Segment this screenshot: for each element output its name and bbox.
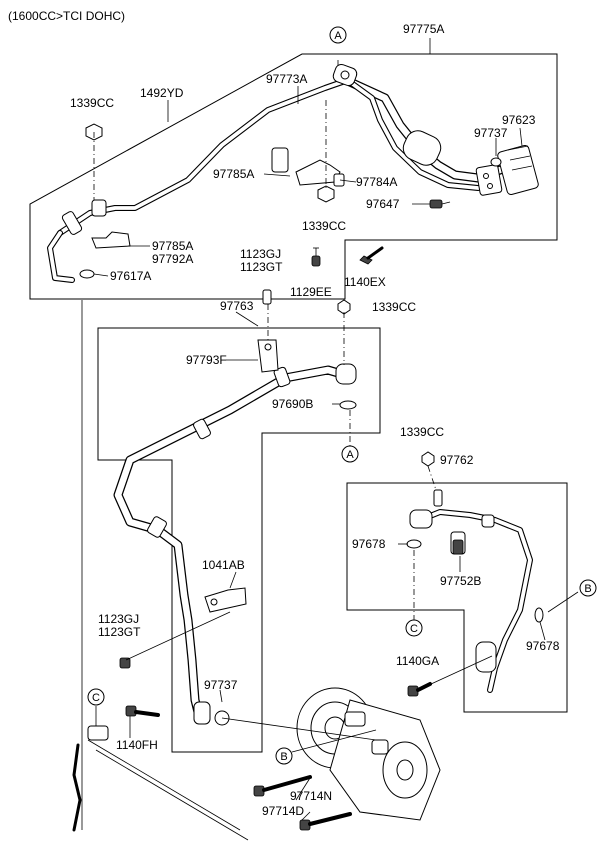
label-1339CC-mid: 1339CC bbox=[302, 219, 346, 233]
label-1129EE: 1129EE bbox=[290, 285, 332, 299]
bolt-97762-top bbox=[433, 489, 443, 507]
label-1140EX: 1140EX bbox=[344, 275, 386, 289]
bolt-1129EE bbox=[311, 247, 321, 267]
svg-text:B: B bbox=[280, 751, 287, 763]
label-97647: 97647 bbox=[366, 197, 400, 211]
label-1123GT-lower: 1123GT bbox=[98, 625, 141, 639]
label-97793F: 97793F bbox=[186, 353, 227, 367]
bolt-1123GJ-lower bbox=[119, 657, 131, 669]
muffler-97623 bbox=[402, 130, 539, 196]
group-box-97775A bbox=[29, 53, 558, 300]
bolt-1140EX bbox=[359, 246, 384, 265]
label-1339CC-pipe: 1339CC bbox=[372, 300, 416, 314]
label-1339CC-right: 1339CC bbox=[400, 425, 444, 439]
bracket-97784A bbox=[271, 147, 345, 187]
label-97773A: 97773A bbox=[266, 72, 307, 86]
label-1123GJ-top: 1123GJ bbox=[240, 247, 281, 261]
label-97785A-top: 97785A bbox=[213, 167, 254, 181]
oring-97737-top bbox=[490, 157, 502, 167]
label-97690B: 97690B bbox=[272, 397, 313, 411]
nut-1339CC-mid bbox=[317, 185, 335, 203]
label-1339CC-top: 1339CC bbox=[70, 96, 114, 110]
callout-c-mid: C bbox=[405, 619, 423, 637]
bolt-1123GJ-top bbox=[262, 289, 272, 305]
nut-1339CC-right bbox=[421, 451, 435, 467]
label-97617A: 97617A bbox=[110, 269, 151, 283]
label-97737-lower: 97737 bbox=[204, 678, 238, 692]
bolt-97714N bbox=[253, 775, 312, 797]
svg-text:B: B bbox=[584, 583, 591, 595]
leader-lines bbox=[93, 38, 579, 821]
svg-text:C: C bbox=[410, 623, 418, 635]
callout-b-bottom: B bbox=[275, 747, 293, 765]
ac-compressor bbox=[296, 687, 441, 821]
label-1492YD: 1492YD bbox=[140, 86, 184, 100]
label-97714N: 97714N bbox=[290, 789, 332, 803]
label-97737-top: 97737 bbox=[474, 126, 508, 140]
svg-text:A: A bbox=[334, 30, 342, 42]
group-box-97763 bbox=[97, 327, 381, 753]
label-1041AB: 1041AB bbox=[202, 558, 245, 572]
label-1140GA: 1140GA bbox=[396, 654, 439, 668]
bracket-97792A bbox=[61, 199, 131, 249]
label-97762: 97762 bbox=[440, 453, 474, 467]
dash-1339CC-right bbox=[427, 465, 437, 491]
label-97752B: 97752B bbox=[440, 574, 481, 588]
label-97714D: 97714D bbox=[262, 804, 304, 818]
condenser-edge bbox=[72, 300, 249, 841]
label-97792A: 97792A bbox=[152, 252, 193, 266]
bolt-1140FH bbox=[125, 705, 160, 717]
bracket-1041AB bbox=[204, 587, 247, 613]
label-97784A: 97784A bbox=[356, 175, 397, 189]
svg-text:A: A bbox=[346, 449, 354, 461]
oring-97678-left bbox=[406, 539, 422, 549]
hose-sleeves bbox=[147, 366, 291, 538]
callout-c-left: C bbox=[87, 688, 105, 706]
group-box-97762 bbox=[346, 482, 568, 713]
oring-97617A bbox=[79, 269, 95, 279]
label-97763: 97763 bbox=[220, 299, 254, 313]
oring-97678-right bbox=[534, 607, 544, 623]
label-97678-right: 97678 bbox=[526, 639, 560, 653]
end-fitting-lower bbox=[193, 701, 230, 726]
callout-b-right: B bbox=[579, 579, 597, 597]
label-1123GJ-lower: 1123GJ bbox=[98, 612, 139, 626]
label-97785A-left: 97785A bbox=[152, 239, 193, 253]
label-97623: 97623 bbox=[502, 113, 536, 127]
fitting-97690B bbox=[335, 363, 357, 410]
fitting-97762-end bbox=[409, 509, 497, 673]
discharge-hose-97763 bbox=[113, 365, 350, 725]
svg-text:C: C bbox=[92, 692, 100, 704]
nut-1339CC-pipe bbox=[337, 299, 351, 315]
sensor-97752B bbox=[450, 531, 466, 555]
liquid-tube-97762 bbox=[417, 509, 533, 693]
label-1140FH: 1140FH bbox=[116, 738, 158, 752]
label-97678-left: 97678 bbox=[352, 537, 386, 551]
bolt-97647 bbox=[429, 199, 451, 209]
callout-a-mid: A bbox=[341, 445, 359, 463]
label-97775A: 97775A bbox=[403, 22, 444, 36]
bolt-97714D bbox=[299, 812, 352, 831]
engine-spec-title: (1600CC>TCI DOHC) bbox=[8, 9, 125, 23]
service-port-top bbox=[332, 63, 358, 87]
label-1123GT-top: 1123GT bbox=[240, 260, 283, 274]
clamp-97793F bbox=[257, 339, 279, 373]
callout-a-top: A bbox=[329, 26, 347, 44]
